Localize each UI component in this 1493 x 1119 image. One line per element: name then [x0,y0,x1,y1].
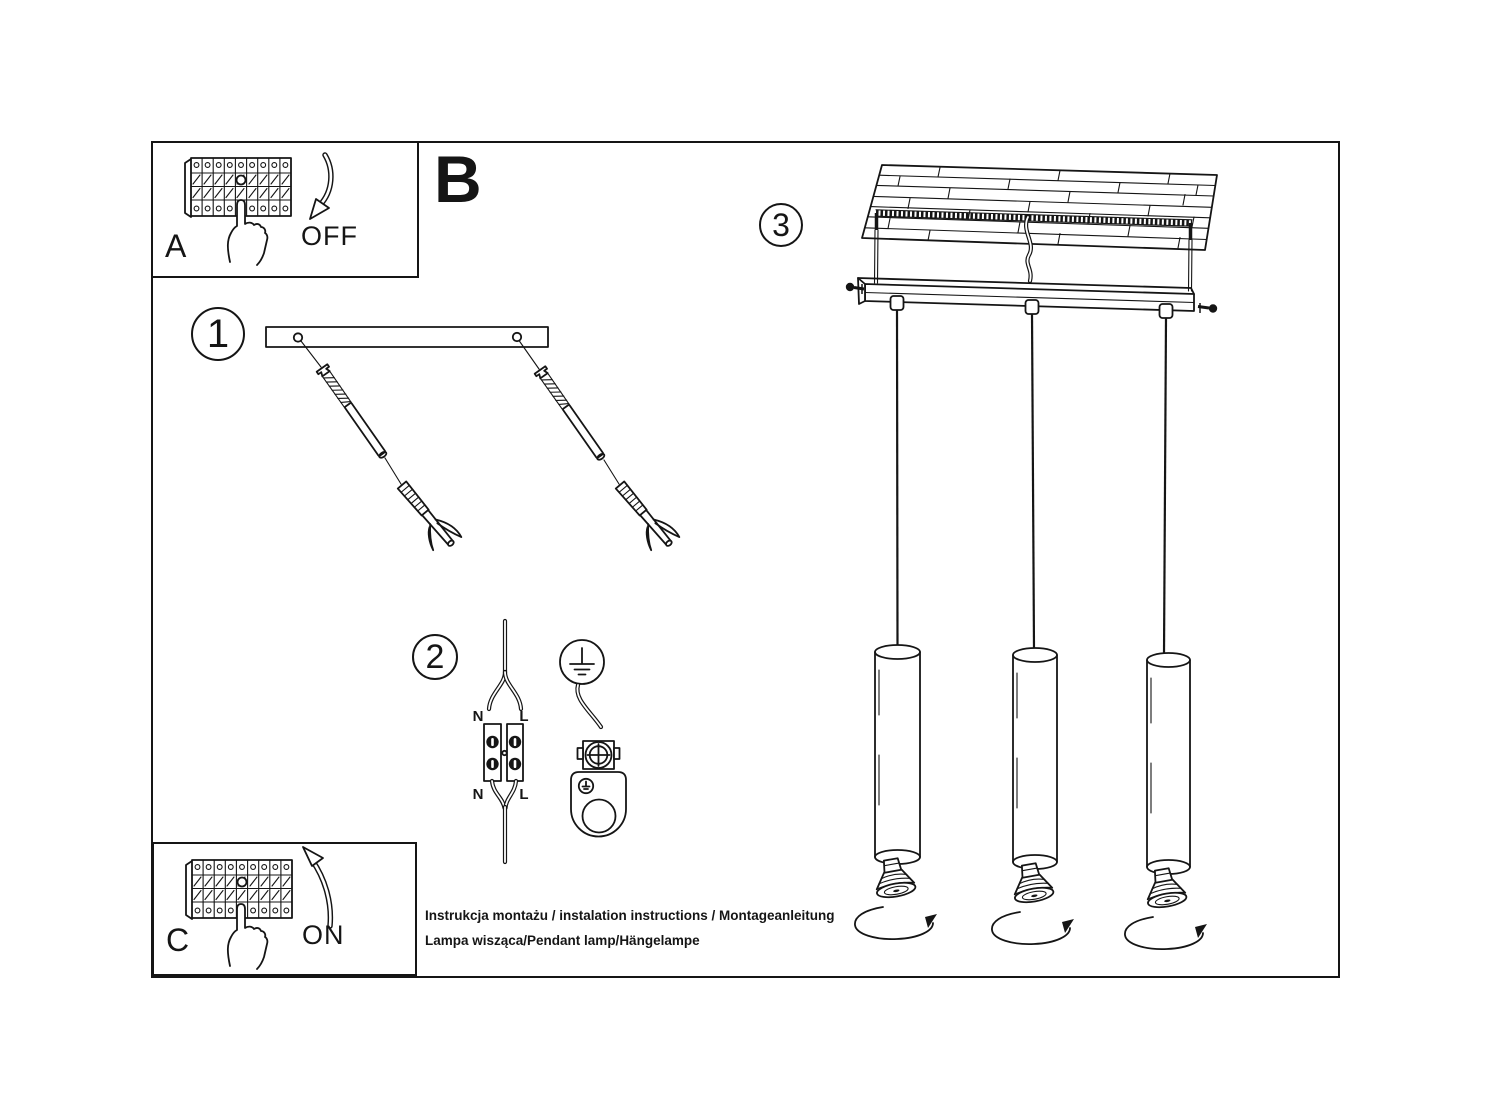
footer-product-line: Lampa wisząca/Pendant lamp/Hängelampe [425,933,700,948]
gu10-bulb [1013,862,1055,904]
cable-gland [1024,299,1040,315]
wall-plug [396,480,463,552]
terminal-block-wiring: N L N L [473,618,529,865]
step-3-marker: 3 [759,203,803,247]
wire-label-line-top: L [519,708,528,725]
mounting-bracket [265,326,549,348]
pendant-cylinder [874,644,921,865]
screw [533,365,606,461]
power-cable [1024,214,1033,284]
wall-plug [614,480,681,552]
pendant-cylinder [1146,652,1191,875]
terminal-screws [486,735,522,771]
outer-frame [151,141,1340,978]
wire-label-line-bottom: L [519,786,528,803]
panel-a-letter: A [165,228,187,264]
breaker-off-illustration [184,152,334,266]
step-2-diagram: N L N L [473,618,627,865]
ceiling-panel [861,164,1218,251]
gu10-bulb [875,857,917,899]
circuit-breaker-icon [184,157,292,218]
cable-gland [1158,303,1174,319]
breaker-on-illustration [185,846,334,970]
pendant-cylinder [1012,647,1058,870]
ground-symbol-icon [559,639,605,685]
panel-c-letter: C [166,922,190,958]
curved-arrow-down-icon [309,152,334,220]
cable-gland [889,295,905,311]
panel-c-action-label: ON [302,920,345,950]
rotate-bulb-arrow-icon [854,906,937,940]
suspension-cables [895,309,1168,655]
ceiling-mounting-strip [873,209,1193,292]
step-2-marker: 2 [412,634,458,680]
step-1-diagram [265,326,681,552]
wire-label-neutral-top: N [473,708,484,725]
footer-instructions-line: Instrukcja montażu / instalation instruc… [425,908,835,923]
step-3-diagram [845,164,1218,950]
pointing-hand-icon [226,199,269,266]
curved-arrow-up-icon [302,846,334,929]
step-1-marker: 1 [191,307,245,361]
screw [315,363,388,459]
section-b-letter: B [434,142,482,216]
side-screw-right [1197,303,1218,313]
panel-a-breaker-off: A OFF [151,141,419,278]
canopy-bar [845,277,1218,319]
ground-clamp [570,682,627,838]
rotate-bulb-arrow-icon [1124,916,1207,950]
panel-c-breaker-on: C ON [152,842,417,976]
side-screw-left [845,282,865,294]
pointing-hand-icon [226,903,269,970]
rotate-bulb-arrow-icon [991,911,1074,945]
wire-label-neutral-bottom: N [473,786,484,803]
panel-a-action-label: OFF [301,221,358,251]
gu10-bulb [1146,867,1188,909]
